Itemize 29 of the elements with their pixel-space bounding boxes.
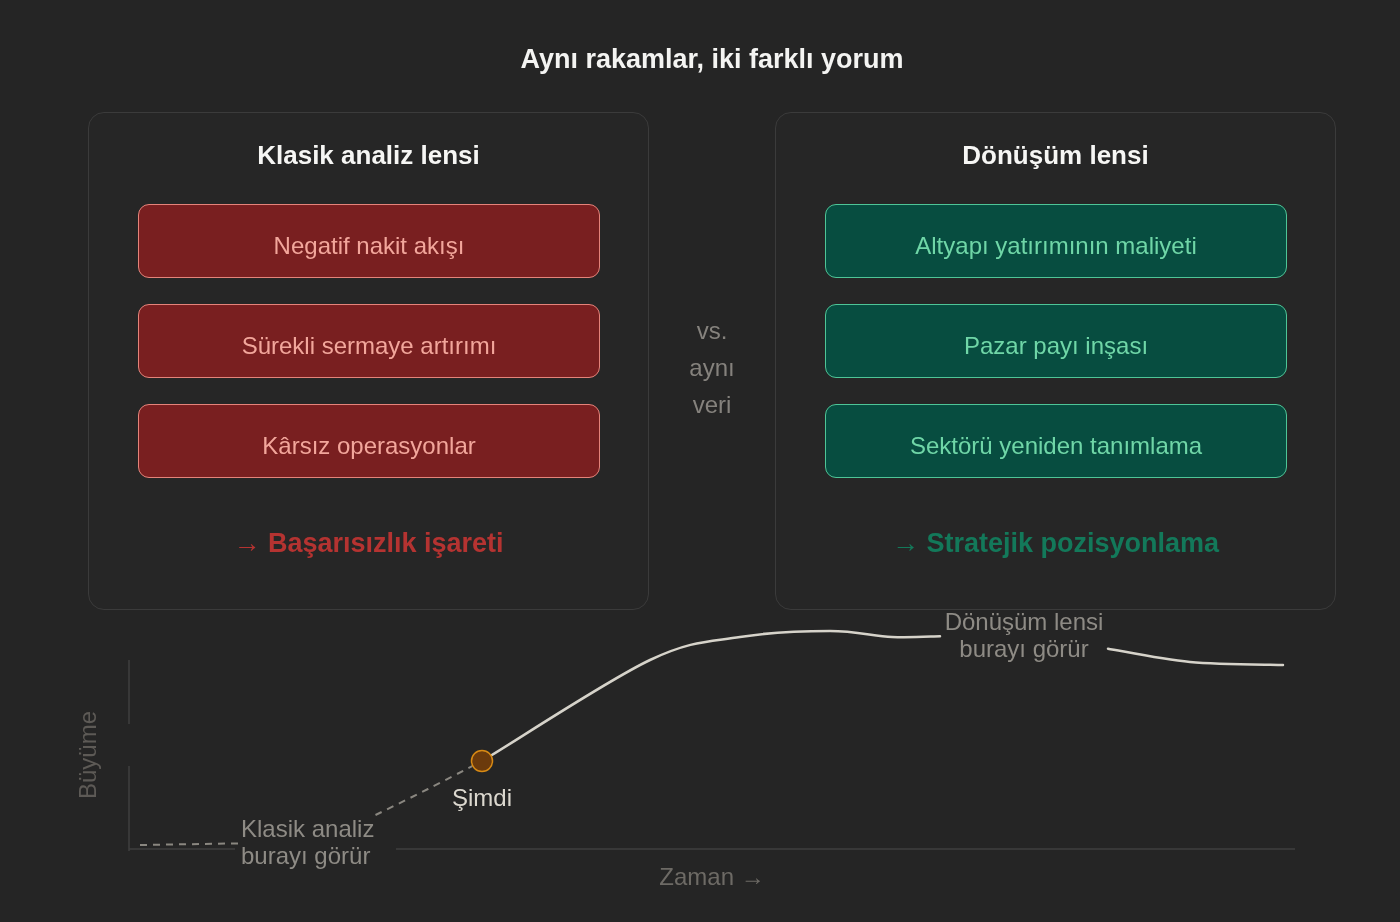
reason-box bbox=[825, 404, 1287, 478]
conclusion-text: → Başarısızlık işareti bbox=[233, 527, 504, 560]
reason-box bbox=[825, 304, 1287, 378]
reason-box bbox=[138, 304, 600, 378]
marker-dot-icon bbox=[470, 749, 494, 773]
panel-heading: Dönüşüm lensi bbox=[962, 140, 1149, 171]
curve-line bbox=[490, 629, 942, 757]
reason-text: Sürekli sermaye artırımı bbox=[241, 332, 497, 360]
curve-annotation: Klasik analiz burayı görür bbox=[241, 815, 401, 869]
reason-box bbox=[138, 404, 600, 478]
curve-annotation: Dönüşüm lensi burayı görür bbox=[940, 608, 1108, 662]
reason-text: Kârsız operasyonlar bbox=[262, 432, 476, 460]
reason-box bbox=[825, 204, 1287, 278]
lens-panel bbox=[88, 112, 649, 610]
panel-heading: Klasik analiz lensi bbox=[257, 140, 480, 171]
lens-panel bbox=[775, 112, 1336, 610]
comparison-note: vs. aynı veri bbox=[689, 316, 735, 420]
reason-text: Negatif nakit akışı bbox=[273, 232, 465, 260]
point-label: Şimdi bbox=[452, 784, 512, 812]
diagram-title: Aynı rakamlar, iki farklı yorum bbox=[520, 43, 904, 75]
reason-text: Altyapı yatırımının maliyeti bbox=[915, 232, 1197, 260]
reason-box bbox=[138, 204, 600, 278]
x-axis-title: Zaman → bbox=[659, 863, 765, 891]
conclusion-text: → Stratejik pozisyonlama bbox=[891, 527, 1220, 560]
dashed-curve-line bbox=[374, 765, 474, 816]
curve-line bbox=[1106, 647, 1285, 667]
reason-text: Sektörü yeniden tanımlama bbox=[909, 432, 1203, 460]
reason-text: Pazar payı inşası bbox=[963, 332, 1149, 360]
y-axis-title: Büyüme bbox=[74, 711, 102, 799]
